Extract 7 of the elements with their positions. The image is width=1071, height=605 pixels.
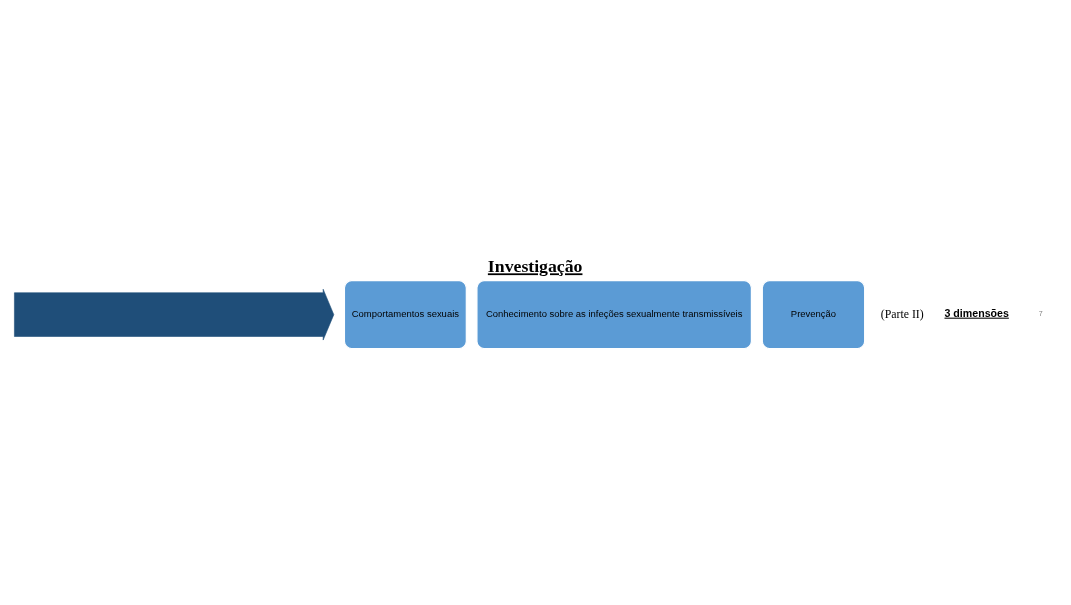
- node-box: Prevenção: [761, 280, 866, 350]
- node-box: Conhecimento sobre as infeções sexualmente transmissíveis: [476, 280, 752, 350]
- label: 3 dimensões: [944, 306, 1009, 319]
- diagram-title: Investigação: [487, 256, 583, 277]
- label: (Parte II): [880, 306, 924, 321]
- node-arrow: [14, 288, 335, 341]
- node-box: Comportamentos sexuais: [343, 280, 467, 350]
